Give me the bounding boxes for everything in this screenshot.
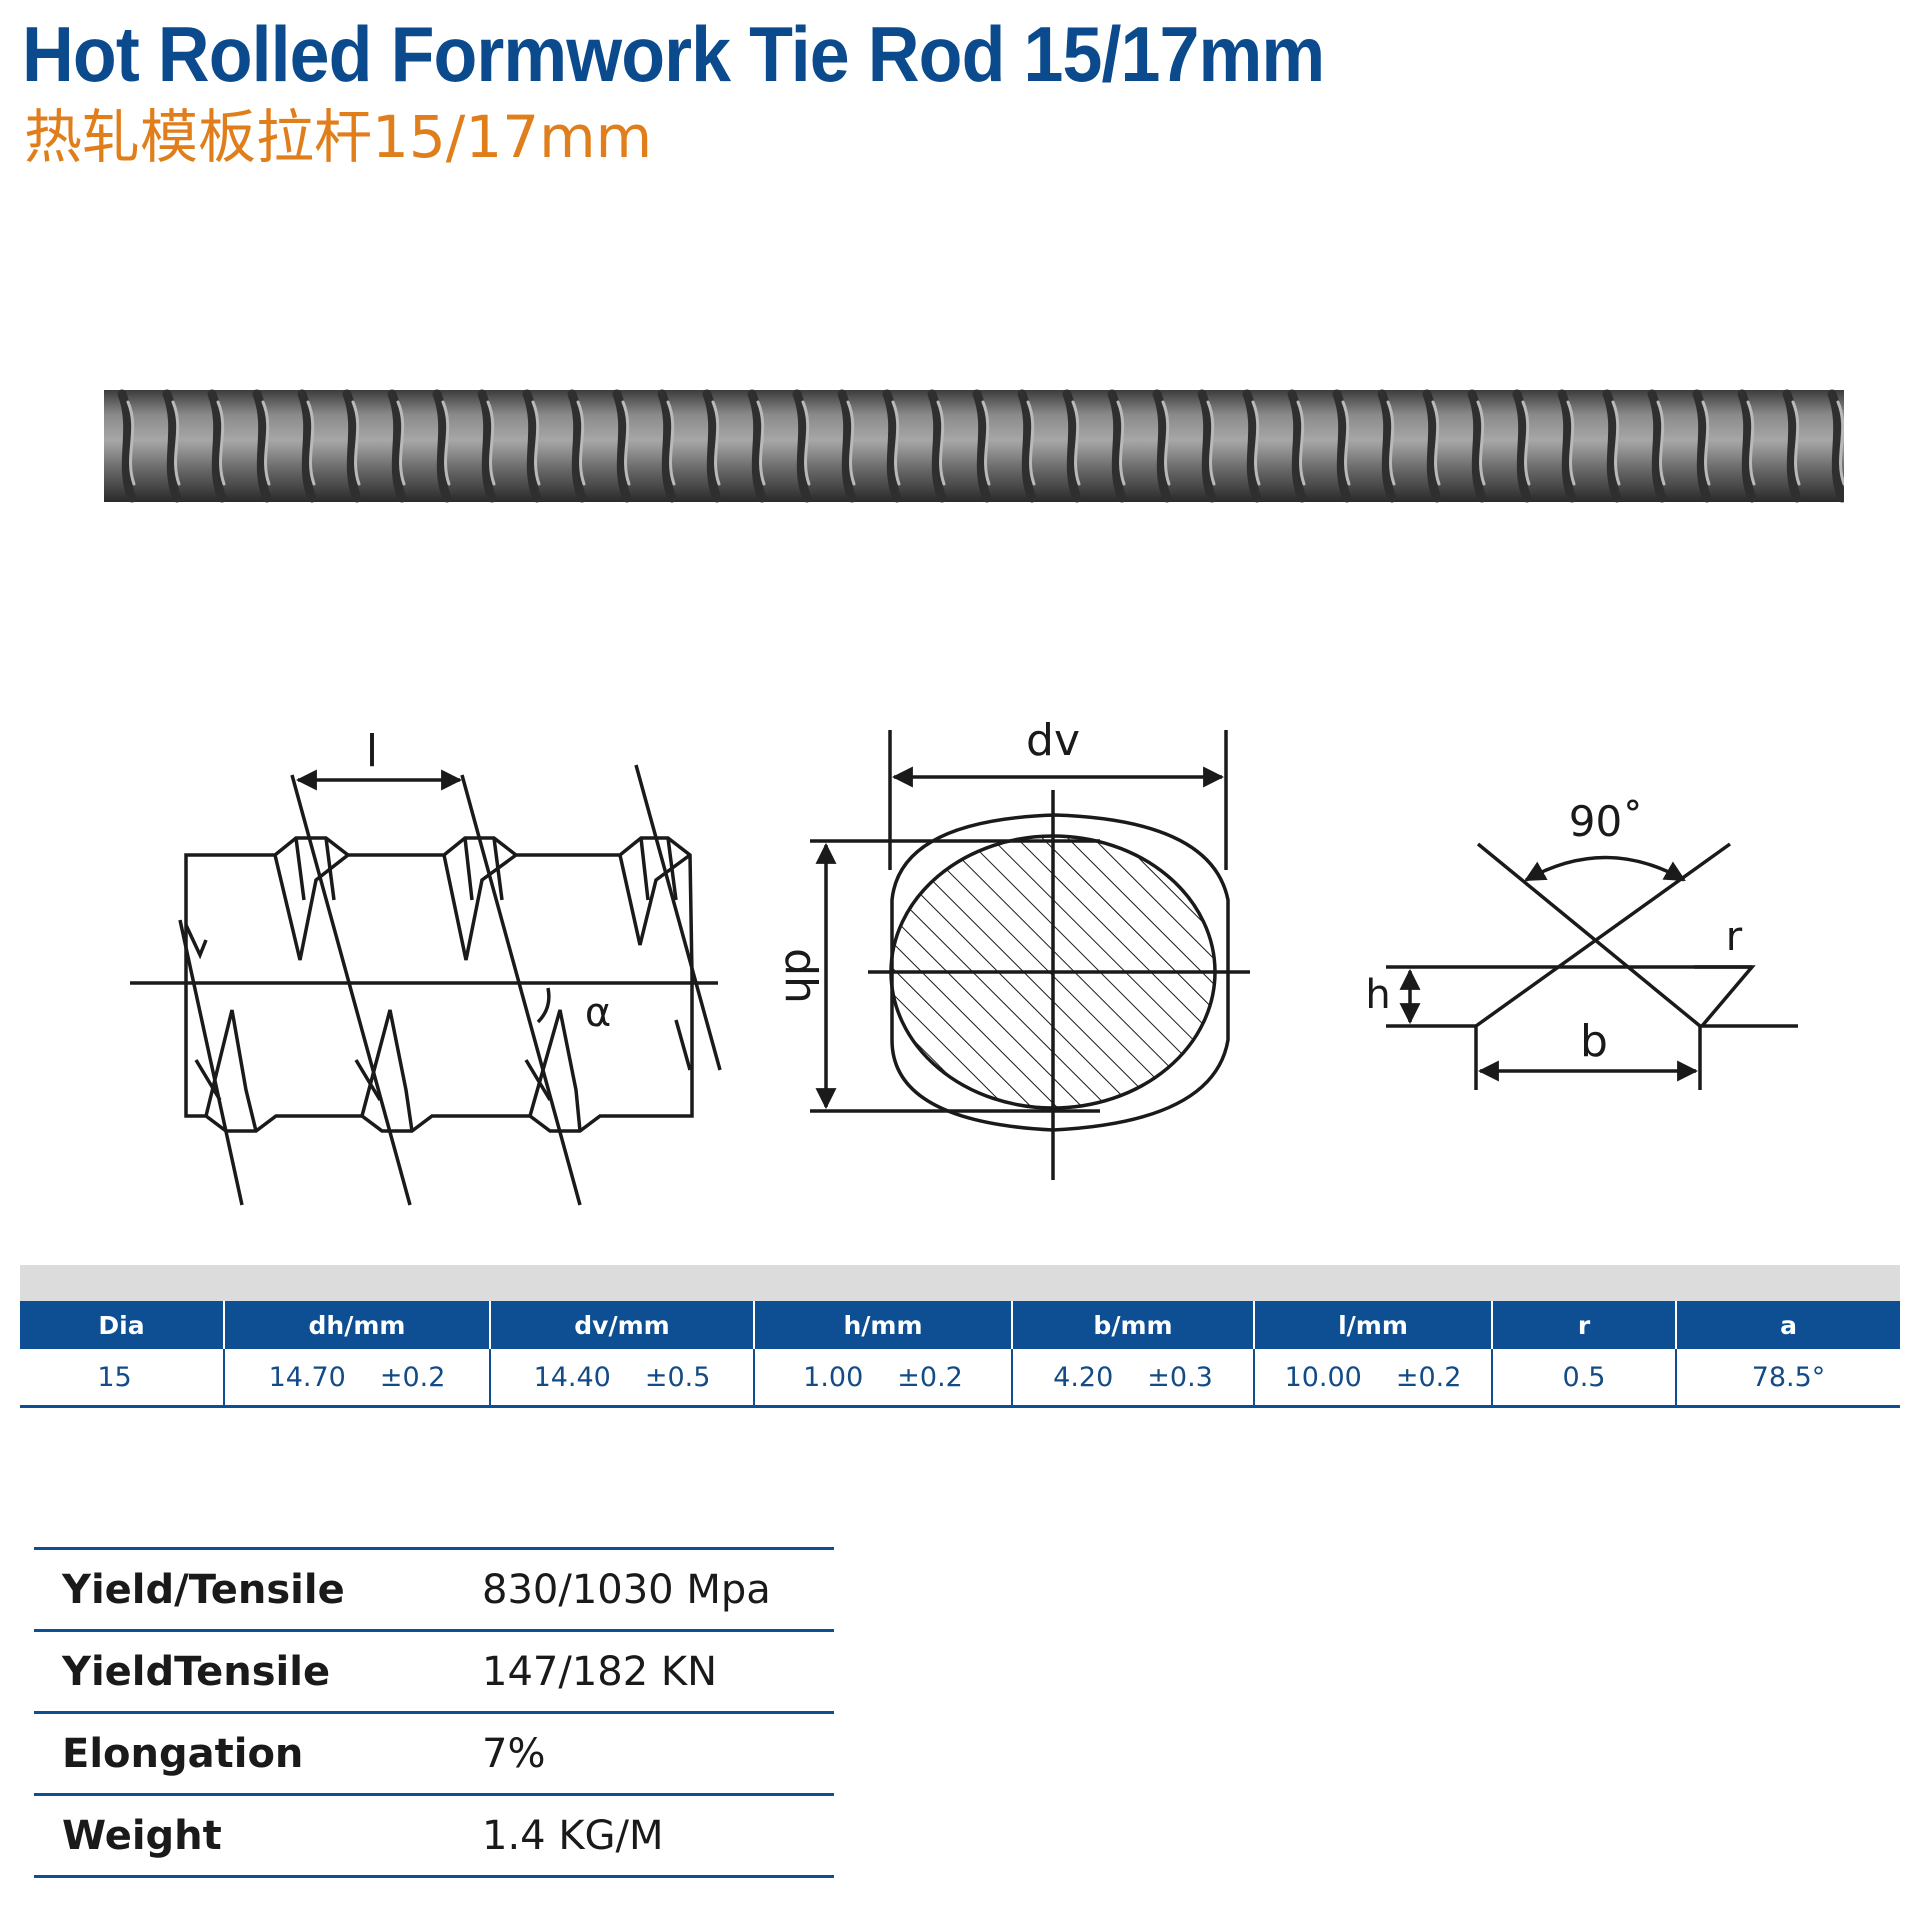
label-alpha: α (585, 990, 611, 1036)
label-b: b (1580, 1016, 1608, 1067)
cell-a: 78.5° (1675, 1349, 1900, 1408)
property-label: YieldTensile (62, 1648, 331, 1695)
cell-tolerance: ±0.2 (1395, 1361, 1462, 1393)
property-value: 147/182 KN (482, 1648, 718, 1695)
cell-h: 1.00 ±0.2 (753, 1349, 1012, 1408)
table-row: 15 14.70 ±0.2 14.40 ±0.5 1.00 ±0.2 4.20 … (20, 1349, 1900, 1408)
table-band (20, 1265, 1900, 1301)
cell-tolerance: ±0.5 (644, 1361, 711, 1393)
cell-dh: 14.70 ±0.2 (223, 1349, 490, 1408)
dimension-diagrams: l α dv dh 90˚ r h b (130, 715, 1798, 1206)
label-h: h (1365, 972, 1390, 1018)
label-l: l (366, 726, 378, 777)
rib-geometry-diagram (130, 764, 722, 1206)
page-subtitle-chinese: 热轧模板拉杆15/17mm (24, 103, 653, 171)
property-value: 1.4 KG/M (482, 1812, 664, 1859)
cell-tolerance: ±0.3 (1147, 1361, 1213, 1393)
property-row: Yield/Tensile 830/1030 Mpa (34, 1548, 834, 1631)
column-header: dh/mm (223, 1301, 490, 1349)
cell-b: 4.20 ±0.3 (1011, 1349, 1254, 1408)
cell-value: 14.70 (268, 1361, 346, 1393)
dimension-spec-table: Dia dh/mm dv/mm h/mm b/mm l/mm r a 15 14… (20, 1265, 1900, 1408)
tie-rod-image (104, 389, 1844, 503)
column-header: h/mm (753, 1301, 1012, 1349)
cell-value: 1.00 (803, 1361, 864, 1393)
property-label: Elongation (62, 1730, 304, 1777)
property-row: YieldTensile 147/182 KN (34, 1630, 834, 1713)
cell-tolerance: ±0.2 (897, 1361, 963, 1393)
table-header-row: Dia dh/mm dv/mm h/mm b/mm l/mm r a (20, 1301, 1900, 1349)
cell-r: 0.5 (1491, 1349, 1676, 1408)
label-dh: dh (775, 948, 826, 1004)
label-90-degrees: 90˚ (1569, 797, 1643, 846)
cell-value: 10.00 (1284, 1361, 1362, 1393)
mechanical-properties-table: Yield/Tensile 830/1030 Mpa YieldTensile … (34, 1547, 834, 1878)
label-r: r (1726, 914, 1743, 960)
rib-profile-diagram (1386, 842, 1798, 1090)
property-value: 7% (482, 1730, 546, 1777)
property-row: Weight 1.4 KG/M (34, 1794, 834, 1877)
column-header: dv/mm (489, 1301, 754, 1349)
column-header: r (1491, 1301, 1676, 1349)
property-label: Yield/Tensile (62, 1566, 345, 1613)
cell-dv: 14.40 ±0.5 (489, 1349, 754, 1408)
property-row: Elongation 7% (34, 1712, 834, 1795)
property-value: 830/1030 Mpa (482, 1566, 771, 1613)
label-dv: dv (1026, 715, 1080, 766)
cell-value: 4.20 (1053, 1361, 1114, 1393)
column-header: b/mm (1011, 1301, 1254, 1349)
cell-l: 10.00 ±0.2 (1253, 1349, 1492, 1408)
column-header: Dia (20, 1301, 224, 1349)
cell-value: 14.40 (533, 1361, 611, 1393)
cell-tolerance: ±0.2 (379, 1361, 446, 1393)
cell-dia: 15 (20, 1349, 224, 1408)
cross-section-diagram (810, 730, 1250, 1180)
column-header: l/mm (1253, 1301, 1492, 1349)
property-label: Weight (62, 1812, 222, 1859)
page-title: Hot Rolled Formwork Tie Rod 15/17mm (22, 10, 1325, 98)
column-header: a (1675, 1301, 1900, 1349)
